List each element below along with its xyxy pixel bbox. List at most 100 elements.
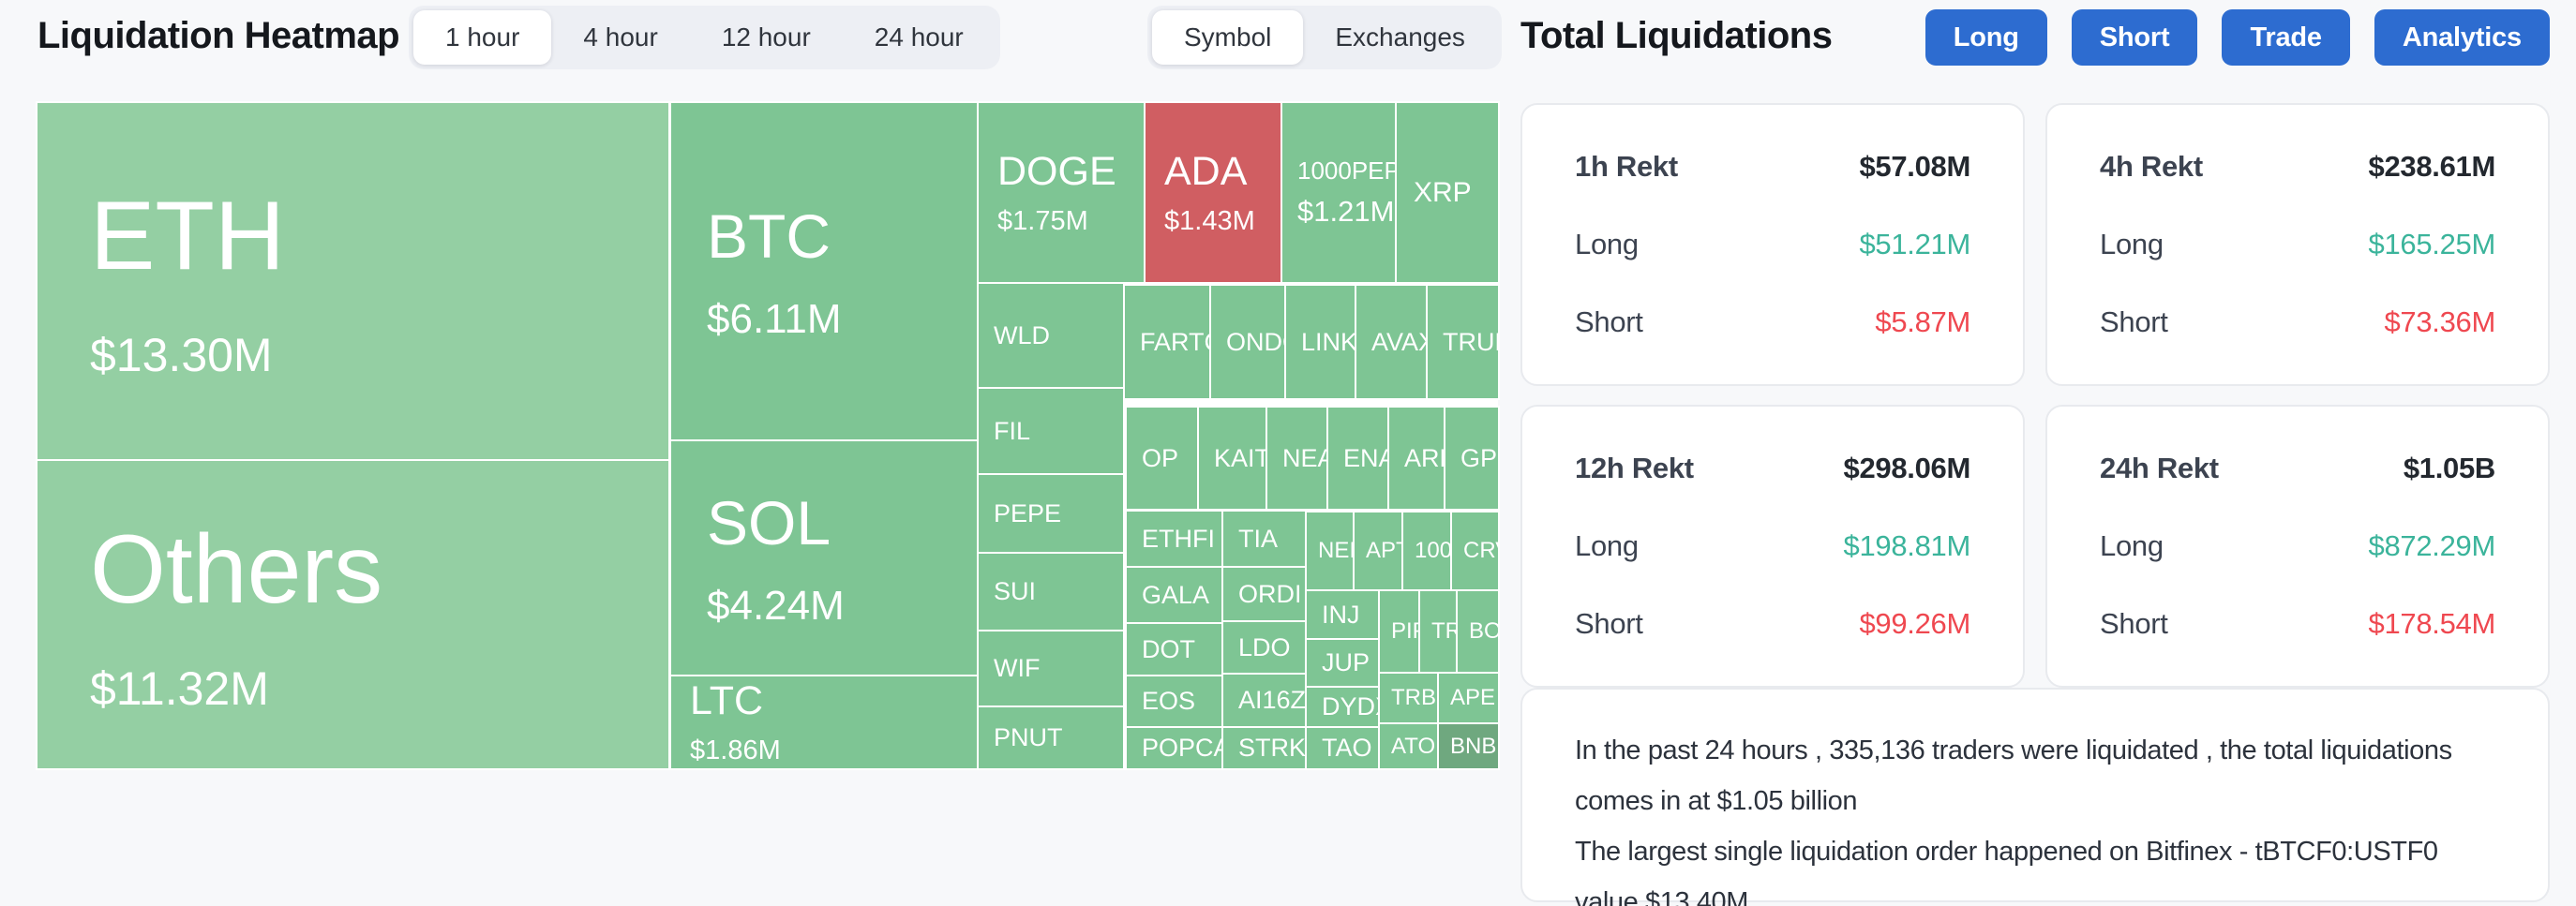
cell-symbol: ORDI	[1238, 579, 1302, 608]
treemap-cell-op[interactable]: OP	[1125, 406, 1199, 511]
cell-value: $6.11M	[707, 295, 842, 342]
treemap-cell-ldo[interactable]: LDO	[1221, 620, 1307, 675]
treemap-cell-ethfi[interactable]: ETHFI	[1125, 510, 1223, 568]
toggle-symbol[interactable]: Symbol	[1152, 10, 1304, 65]
treemap-cell-btc[interactable]: BTC$6.11M	[669, 101, 979, 441]
treemap-cell-ondo[interactable]: ONDO	[1209, 284, 1286, 400]
cell-symbol: KAITO	[1214, 443, 1266, 472]
treemap-cell-tao[interactable]: TAO	[1305, 726, 1380, 770]
treemap-cell-wif[interactable]: WIF	[977, 630, 1125, 707]
long-button[interactable]: Long	[1925, 9, 2047, 66]
treemap-cell-eos[interactable]: EOS	[1125, 675, 1223, 728]
card-period: 1h Rekt	[1575, 150, 1678, 183]
treemap-cell-kaito[interactable]: KAITO	[1197, 406, 1267, 511]
long-label: Long	[2100, 228, 2164, 260]
rekt-card-12h: 12h Rekt $298.06M Long $198.81M Short $9…	[1520, 405, 2025, 688]
cell-value: $1.21M	[1297, 195, 1395, 228]
treemap-cell-atom[interactable]: ATOM	[1378, 722, 1439, 770]
cell-symbol: DYDX	[1322, 692, 1378, 720]
cell-symbol: WLD	[994, 320, 1050, 349]
cell-symbol: NEIRO	[1318, 538, 1353, 563]
treemap-cell-neiro[interactable]: NEIRO	[1305, 511, 1355, 591]
cell-value: $1.75M	[997, 205, 1088, 236]
trade-button[interactable]: Trade	[2222, 9, 2350, 66]
treemap-cell-gps[interactable]: GPS	[1444, 406, 1500, 511]
short-button[interactable]: Short	[2071, 9, 2198, 66]
card-period: 24h Rekt	[2100, 452, 2219, 484]
tab-4-hour[interactable]: 4 hour	[583, 22, 658, 52]
treemap-cell-dydx[interactable]: DYDX	[1305, 686, 1380, 728]
treemap-cell-trb[interactable]: TRB	[1378, 672, 1439, 724]
treemap-cell-pepe[interactable]: PEPE	[977, 473, 1125, 554]
cell-symbol: Others	[90, 514, 383, 624]
page-title: Liquidation Heatmap	[37, 15, 400, 56]
cell-symbol: TRX	[1431, 618, 1456, 644]
cell-symbol: DOT	[1142, 634, 1195, 663]
long-label: Long	[2100, 529, 2164, 562]
cell-symbol: TAO	[1322, 734, 1372, 762]
long-value: $872.29M	[2368, 529, 2496, 562]
toggle-exchanges[interactable]: Exchanges	[1335, 22, 1465, 52]
treemap-cell-ada[interactable]: ADA$1.43M	[1144, 101, 1282, 284]
total-liquidations-title: Total Liquidations	[1520, 15, 1833, 56]
treemap-cell-apt[interactable]: APT	[1353, 511, 1403, 591]
cell-symbol: PNUT	[994, 723, 1063, 751]
treemap-cell-gala[interactable]: GALA	[1125, 566, 1223, 624]
treemap-cell-ai16z[interactable]: AI16Z	[1221, 673, 1307, 728]
time-range-tabs: 1 hour 4 hour 12 hour 24 hour	[409, 6, 1000, 69]
cell-symbol: FIL	[994, 416, 1031, 445]
cell-symbol: OP	[1142, 443, 1179, 472]
cell-value: $11.32M	[90, 661, 269, 715]
treemap-cell-ena[interactable]: ENA	[1326, 406, 1389, 511]
tab-12-hour[interactable]: 12 hour	[721, 22, 811, 52]
treemap-cell-arb[interactable]: ARB	[1387, 406, 1445, 511]
treemap-cell-inj[interactable]: INJ	[1305, 589, 1380, 640]
treemap-cell-near[interactable]: NEAR	[1266, 406, 1328, 511]
treemap-cell-crv[interactable]: CRV	[1450, 511, 1500, 591]
treemap-cell-dot[interactable]: DOT	[1125, 622, 1223, 676]
treemap-cell-popcat[interactable]: POPCAT	[1125, 726, 1223, 770]
treemap-cell-ape[interactable]: APE	[1437, 672, 1500, 724]
treemap-cell-sui[interactable]: SUI	[977, 552, 1125, 631]
tab-24-hour[interactable]: 24 hour	[874, 22, 964, 52]
treemap-cell-1000pepe[interactable]: 1000PEPE$1.21M	[1281, 101, 1397, 284]
treemap-cell-fil[interactable]: FIL	[977, 387, 1125, 475]
treemap-cell-pnut[interactable]: PNUT	[977, 705, 1125, 770]
card-total: $1.05B	[2403, 452, 2495, 484]
treemap-cell-link[interactable]: LINK	[1284, 284, 1356, 400]
treemap-cell-pippin[interactable]: PIPPIN	[1378, 589, 1420, 674]
tab-1-hour[interactable]: 1 hour	[413, 10, 552, 65]
treemap-cell-bome[interactable]: BOME	[1456, 589, 1500, 674]
treemap-cell-wld[interactable]: WLD	[977, 282, 1125, 389]
cell-value: $4.24M	[707, 582, 845, 629]
short-value: $5.87M	[1875, 305, 1970, 338]
treemap-cell-trump[interactable]: TRUMP	[1426, 284, 1500, 400]
treemap-cell-doge[interactable]: DOGE$1.75M	[977, 101, 1146, 284]
treemap-cell-avax[interactable]: AVAX	[1355, 284, 1428, 400]
treemap-cell-1000bonk[interactable]: 1000BONK	[1401, 511, 1452, 591]
cell-symbol: TRUMP	[1443, 327, 1498, 356]
treemap-cell-trx[interactable]: TRX	[1418, 589, 1458, 674]
treemap-cell-others[interactable]: Others $11.32M	[36, 459, 670, 770]
long-label: Long	[1575, 228, 1639, 260]
cell-symbol: FARTCOIN	[1140, 327, 1209, 356]
treemap-cell-ltc[interactable]: LTC$1.86M	[669, 675, 979, 770]
treemap-cell-sol[interactable]: SOL$4.24M	[669, 439, 979, 676]
cell-symbol: APE	[1450, 685, 1496, 710]
treemap-cell-bnb[interactable]: BNB	[1437, 722, 1500, 770]
treemap-cell-ordi[interactable]: ORDI	[1221, 566, 1307, 622]
symbol-exchanges-toggle: Symbol Exchanges	[1147, 6, 1502, 69]
cell-symbol: AI16Z	[1238, 686, 1305, 714]
treemap-cell-xrp[interactable]: XRP	[1395, 101, 1500, 284]
cell-symbol: JUP	[1322, 648, 1370, 676]
short-label: Short	[2100, 305, 2168, 338]
treemap-cell-jup[interactable]: JUP	[1305, 638, 1380, 688]
short-label: Short	[1575, 607, 1643, 640]
treemap-cell-fartcoin[interactable]: FARTCOIN	[1123, 284, 1211, 400]
treemap-cell-tia[interactable]: TIA	[1221, 510, 1307, 568]
cell-symbol: ADA	[1164, 148, 1248, 194]
treemap-cell-eth[interactable]: ETH$13.30M	[36, 101, 670, 461]
cell-symbol: STRK	[1238, 734, 1305, 762]
treemap-cell-strk[interactable]: STRK	[1221, 726, 1307, 770]
analytics-button[interactable]: Analytics	[2374, 9, 2550, 66]
